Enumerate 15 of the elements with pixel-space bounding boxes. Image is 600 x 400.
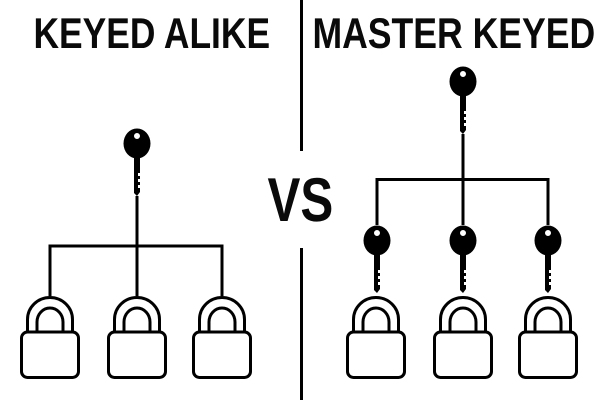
panel-heading: MASTER KEYED bbox=[312, 12, 596, 56]
key-icon bbox=[123, 128, 151, 196]
key-icon bbox=[534, 225, 562, 293]
padlock-icon bbox=[433, 296, 493, 379]
key-icon bbox=[449, 225, 477, 293]
padlock-icon bbox=[192, 296, 252, 379]
padlock-icon bbox=[518, 296, 578, 379]
key-icon bbox=[449, 66, 477, 134]
padlock-icon bbox=[107, 296, 167, 379]
panel-heading: KEYED ALIKE bbox=[33, 12, 270, 56]
padlock-icon bbox=[346, 296, 406, 379]
versus-label: VS bbox=[266, 170, 333, 232]
key-icon bbox=[363, 225, 391, 293]
connector-line bbox=[462, 134, 550, 225]
padlock-icon bbox=[20, 296, 80, 379]
